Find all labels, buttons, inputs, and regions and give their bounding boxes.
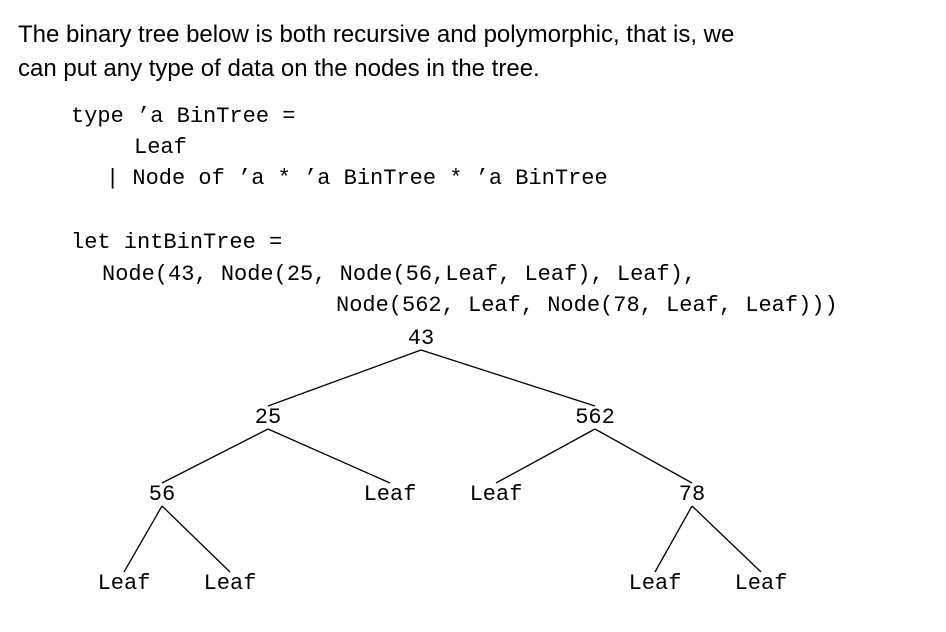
- tree-node-label: Leaf: [629, 571, 682, 596]
- tree-edge: [654, 505, 693, 573]
- tree-node-label: Leaf: [204, 571, 257, 596]
- code-node-case: | Node of ’a * ’a BinTree * ’a BinTree: [106, 166, 608, 191]
- code-expr-line-2: Node(562, Leaf, Node(78, Leaf, Leaf))): [336, 293, 838, 318]
- code-type-decl: type ’a BinTree =: [71, 104, 296, 129]
- tree-node-label: 43: [408, 326, 434, 351]
- tree-node-label: Leaf: [470, 482, 523, 507]
- tree-edge: [420, 349, 596, 407]
- intro-line-2: can put any type of data on the nodes in…: [18, 55, 540, 82]
- tree-edges: [123, 349, 762, 573]
- code-expr-line-1: Node(43, Node(25, Node(56,Leaf, Leaf), L…: [102, 262, 697, 287]
- tree-edge: [495, 428, 596, 484]
- tree-edge: [161, 505, 231, 573]
- tree-node-label: Leaf: [364, 482, 417, 507]
- tree-node-label: 78: [679, 482, 705, 507]
- code-leaf-case: Leaf: [134, 135, 187, 160]
- intro-line-1: The binary tree below is both recursive …: [18, 21, 735, 48]
- intro-text: The binary tree below is both recursive …: [18, 18, 918, 86]
- tree-node-label: 562: [575, 405, 615, 430]
- tree-edge: [267, 428, 391, 484]
- tree-node-label: Leaf: [98, 571, 151, 596]
- tree-node-label: 56: [149, 482, 175, 507]
- tree-node-label: Leaf: [735, 571, 788, 596]
- tree-edge: [161, 428, 269, 484]
- tree-edge: [594, 428, 693, 484]
- code-let-decl: let intBinTree =: [71, 230, 283, 255]
- code-block: type ’a BinTree = Leaf | Node of ’a * ’a…: [71, 104, 838, 318]
- tree-edge: [691, 505, 762, 573]
- tree-node-label: 25: [255, 405, 281, 430]
- tree-edge: [267, 349, 422, 407]
- tree-edge: [123, 505, 163, 573]
